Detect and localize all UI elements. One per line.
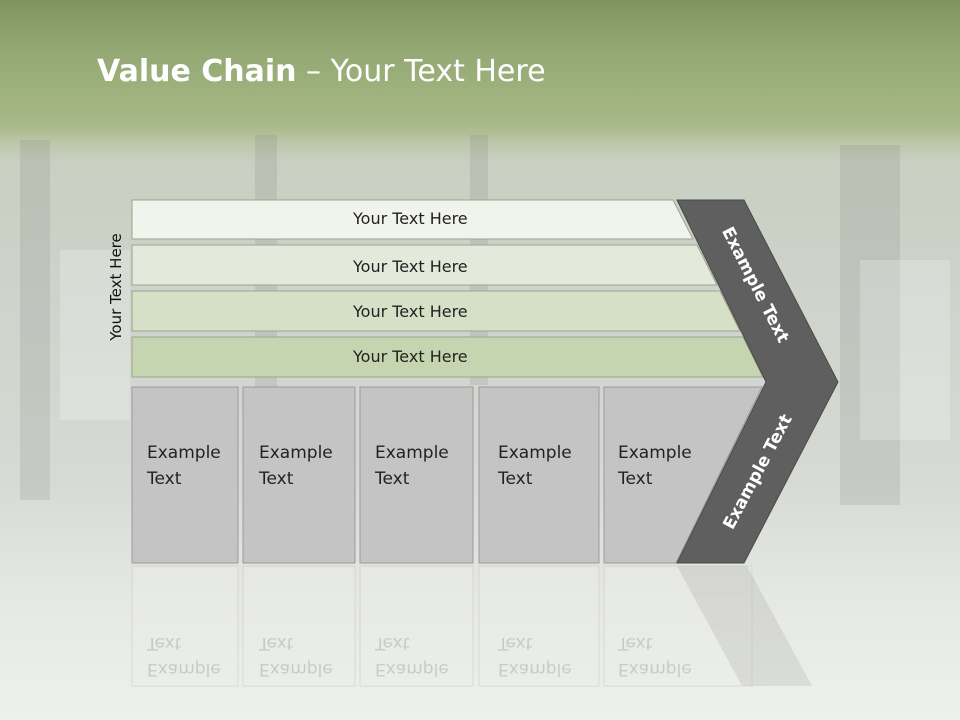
box-5-reflection-line2: Text (618, 633, 653, 653)
box-2 (242, 386, 356, 564)
background-pillar (840, 145, 900, 505)
box-3-line2: Text (375, 469, 410, 489)
title-bold: Value Chain (97, 54, 297, 89)
box-2-line2: Text (259, 469, 294, 489)
box-2-reflection-line2: Text (259, 633, 294, 653)
bar-2 (131, 244, 718, 286)
background-window (860, 260, 950, 440)
box-2-reflection: Example Text (259, 630, 333, 682)
box-5-line1: Example (618, 443, 692, 463)
box-1-reflection-line2: Text (147, 633, 182, 653)
box-3-reflection-line2: Text (375, 633, 410, 653)
bar-3 (131, 290, 741, 332)
box-4-reflection-line2: Text (498, 633, 533, 653)
box-4-line1: Example (498, 443, 572, 463)
box-3-reflection-line1: Example (375, 659, 449, 679)
box-5-reflection-line1: Example (618, 659, 692, 679)
box-1-reflection: Example Text (147, 630, 221, 682)
header-band (0, 0, 960, 140)
title-rest: – Your Text Here (296, 54, 546, 89)
bar-3-label: Your Text Here (353, 302, 468, 321)
bar-2-label: Your Text Here (353, 257, 468, 276)
box-1-line2: Text (147, 469, 182, 489)
box-5 (603, 386, 763, 564)
box-4-reflection: Example Text (498, 630, 572, 682)
box-3 (359, 386, 474, 564)
box-3-line1: Example (375, 443, 449, 463)
box-5-reflection: Example Text (618, 630, 692, 682)
chevron-arrow (676, 199, 839, 564)
slide-title: Value Chain – Your Text Here (97, 54, 546, 89)
box-2-line1: Example (259, 443, 333, 463)
box-4 (478, 386, 600, 564)
bar-1 (131, 199, 694, 240)
bar-1-label: Your Text Here (353, 209, 468, 228)
reflection-group (131, 565, 812, 687)
bar-4-label: Your Text Here (353, 347, 468, 366)
box-2-reflection-line1: Example (259, 659, 333, 679)
background-window (60, 250, 130, 420)
box-1 (131, 386, 239, 564)
box-4-line2: Text (498, 469, 533, 489)
box-3-reflection: Example Text (375, 630, 449, 682)
box-1-reflection-line1: Example (147, 659, 221, 679)
box-4-reflection-line1: Example (498, 659, 572, 679)
box-5-line2: Text (618, 469, 653, 489)
box-1-line1: Example (147, 443, 221, 463)
background-pillar (20, 140, 50, 500)
